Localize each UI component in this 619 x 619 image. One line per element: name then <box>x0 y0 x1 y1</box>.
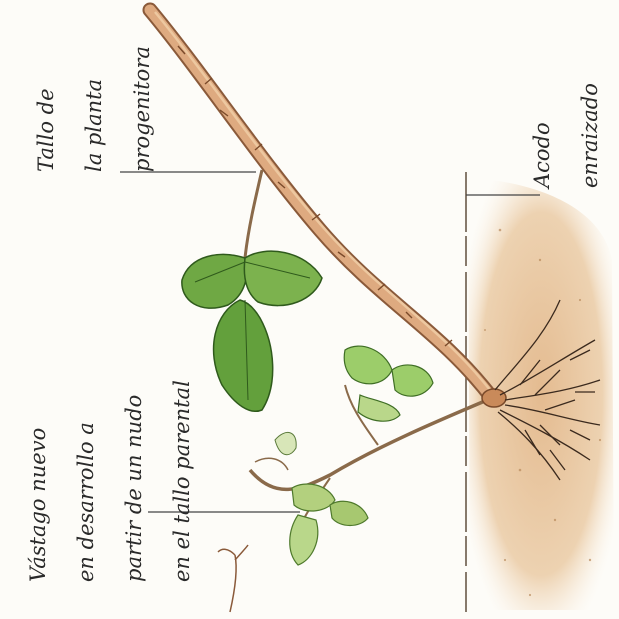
leaf-cluster-lower <box>290 484 368 565</box>
label-line: Vástago nuevo <box>14 380 62 582</box>
label-line: en el tallo parental <box>158 380 206 582</box>
rooted-node <box>482 389 506 407</box>
leaf-cluster-bud <box>255 432 296 470</box>
label-line: enraizado <box>566 83 614 188</box>
label-line: Acodo <box>518 83 566 188</box>
small-sprig <box>218 545 248 612</box>
label-parent-stem: Tallo de la planta progenitora <box>22 46 166 172</box>
label-line: la planta <box>70 46 118 172</box>
label-rooted-layer: Acodo enraizado <box>518 83 614 188</box>
label-line: partir de un nudo <box>110 380 158 582</box>
leaf-cluster-lower-right <box>344 346 433 421</box>
label-new-shoot: Vástago nuevo en desarrollo a partir de … <box>14 380 206 582</box>
label-line: progenitora <box>118 46 166 172</box>
label-line: Tallo de <box>22 46 70 172</box>
node-shoot-upper <box>245 170 262 258</box>
label-line: en desarrollo a <box>62 380 110 582</box>
